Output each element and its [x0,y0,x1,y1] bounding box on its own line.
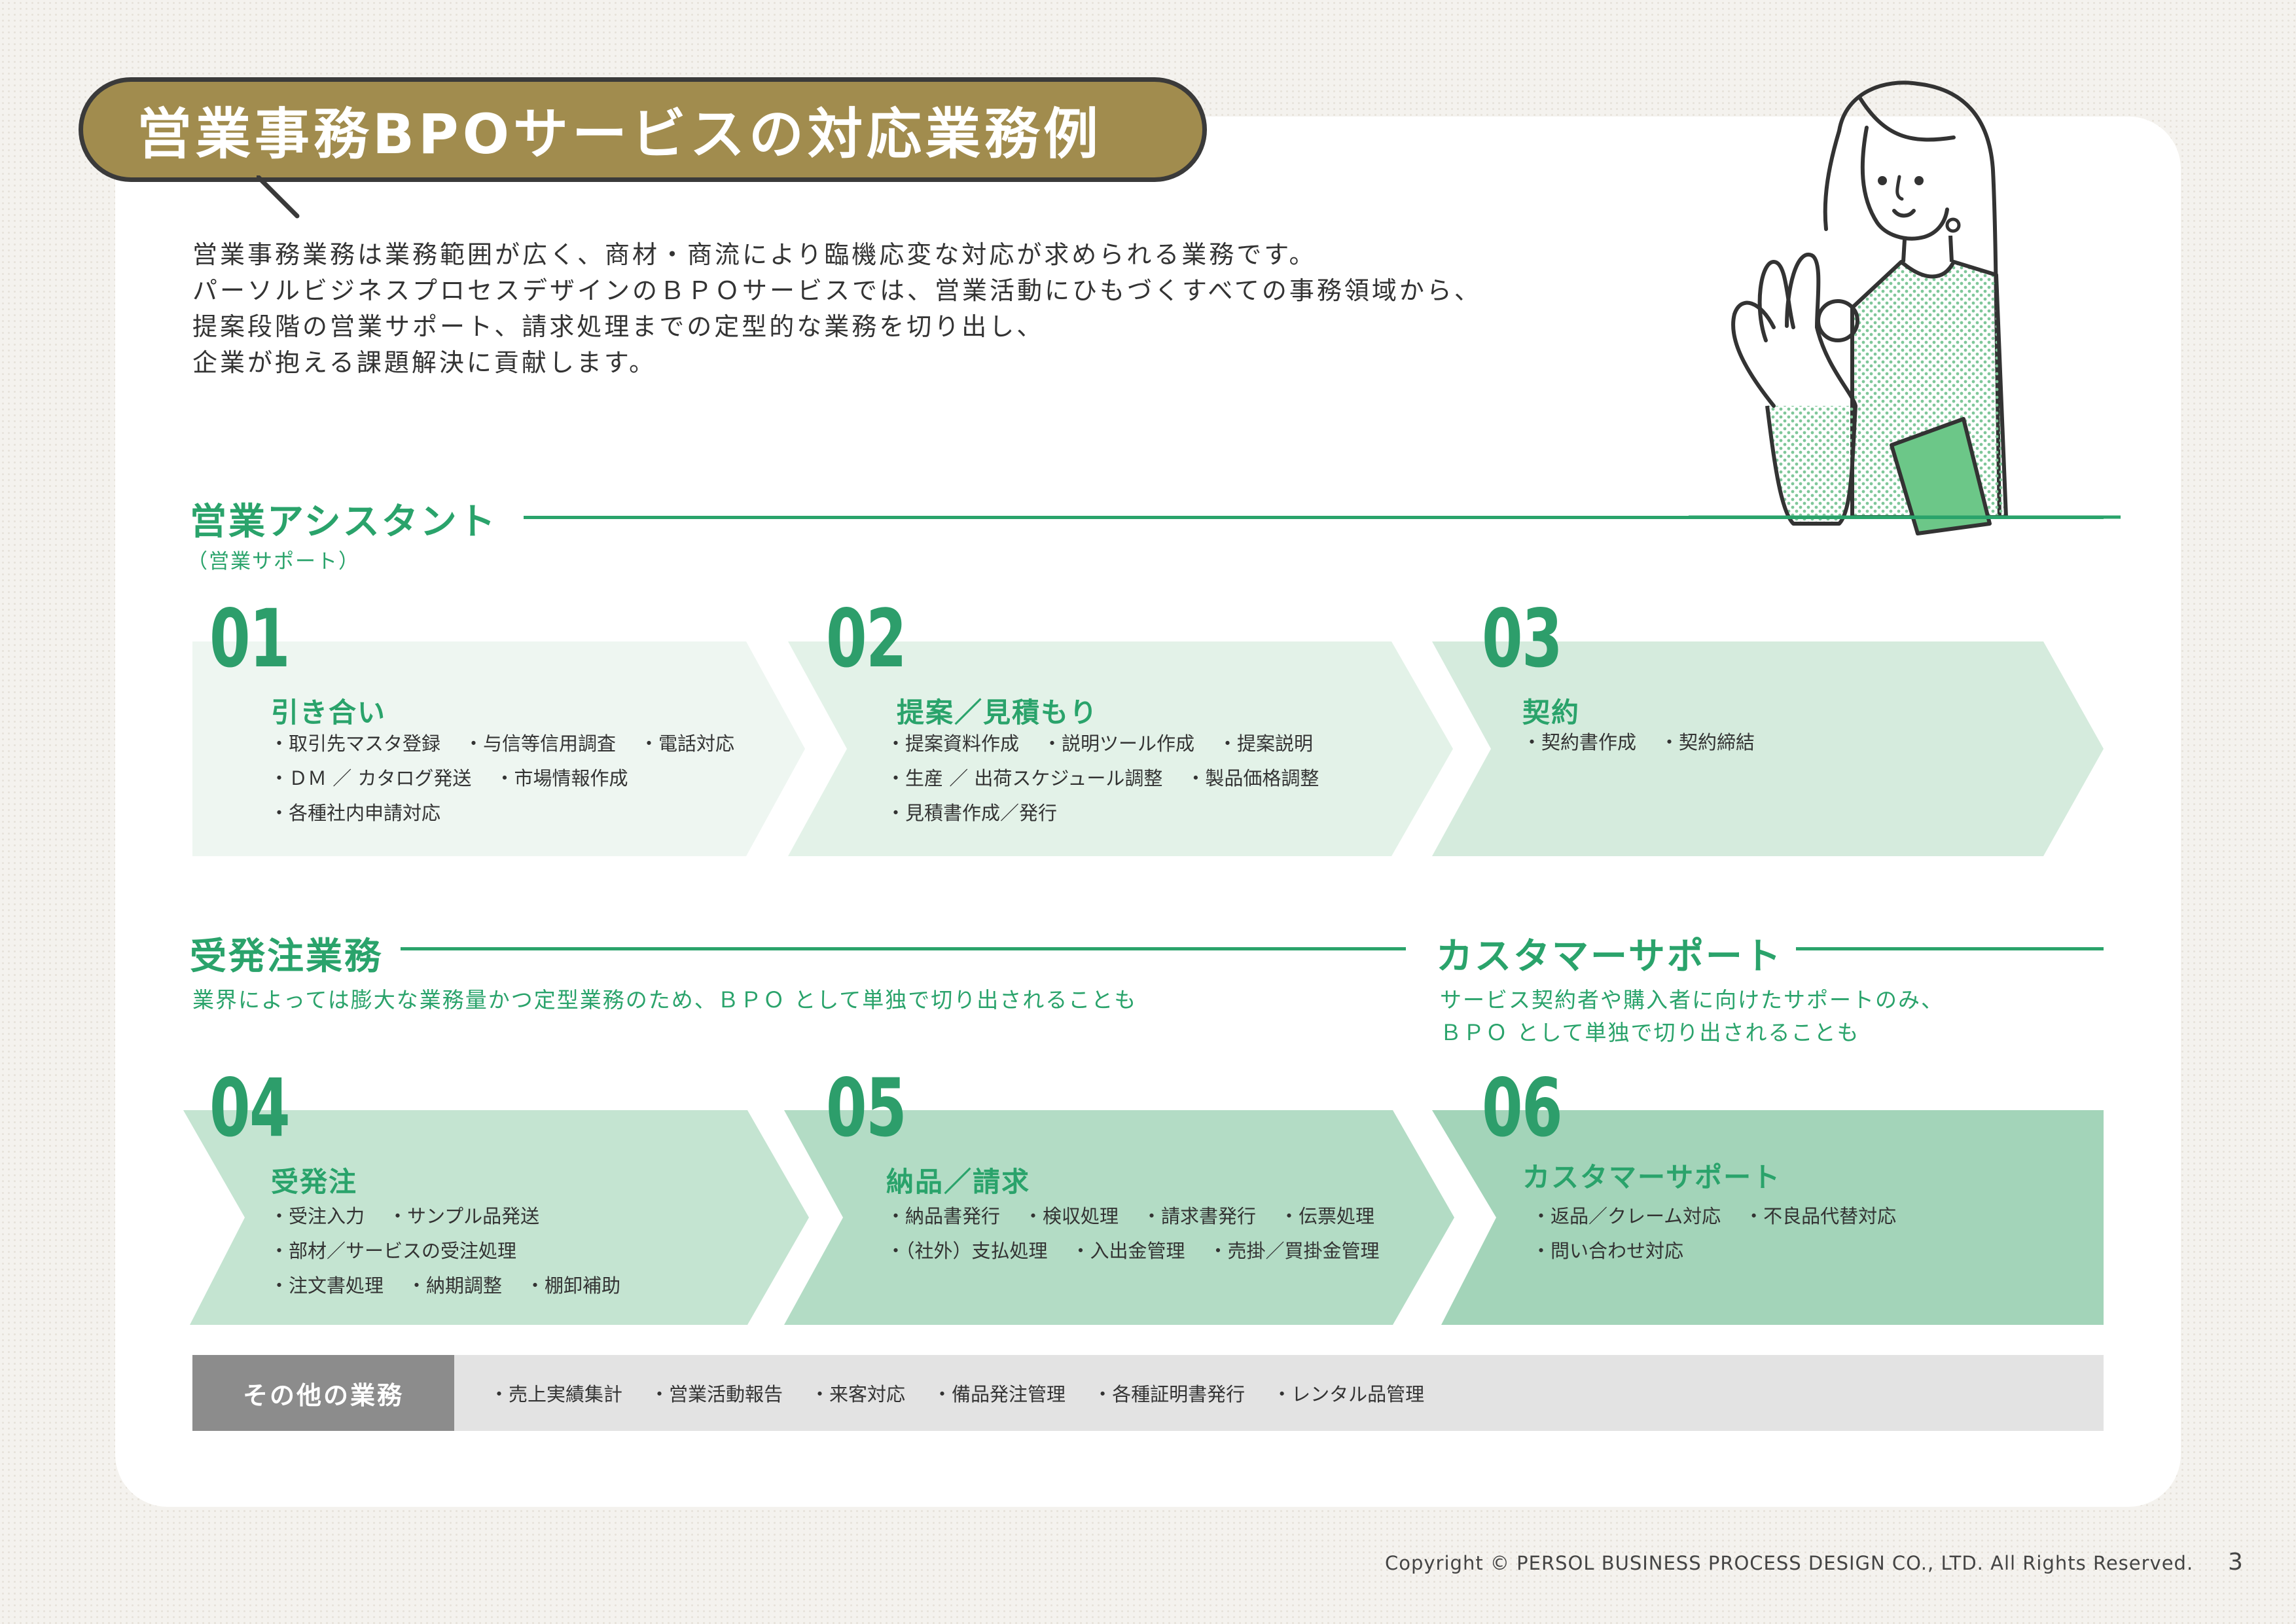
step-title: カスタマーサポート [1522,1155,1781,1195]
list-item: ・入出金管理 [1071,1240,1185,1262]
list-item: ・各種社内申請対応 [270,802,440,824]
step-items: ・契約書作成 ・契約締結 [1522,725,1778,760]
step-title: 提案／見積もり [897,691,1098,731]
intro-line: 企業が抱える課題解決に貢献します。 [192,345,1482,381]
list-item: ・説明ツール作成 [1043,732,1194,755]
list-row: ・受注入力 ・サンプル品発送 [270,1199,644,1234]
copyright: Copyright © PERSOL BUSINESS PROCESS DESI… [1385,1552,2193,1574]
list-item: ・（社外）支払処理 [886,1240,1048,1262]
step-items: ・返品／クレーム対応 ・不良品代替対応 ・問い合わせ対応 [1532,1199,1920,1269]
list-item: ・不良品代替対応 [1744,1205,1896,1227]
intro-line: パーソルビジネスプロセスデザインのＢＰＯサービスでは、営業活動にひもづくすべての… [192,273,1482,309]
list-item: ・営業活動報告 [650,1379,783,1407]
list-item: ・レンタル品管理 [1272,1379,1424,1407]
list-item: ・契約書作成 [1522,731,1636,753]
list-item: ・サンプル品発送 [388,1205,539,1227]
list-item: ・棚卸補助 [526,1274,620,1297]
list-row: ・各種社内申請対応 [270,796,758,831]
list-item: ・提案資料作成 [886,732,1019,755]
other-tasks-list: ・売上実績集計 ・営業活動報告 ・来客対応 ・備品発注管理 ・各種証明書発行 ・… [490,1355,1452,1431]
step-items: ・受注入力・サンプル品発送 ・部材／サービスの受注処理 ・注文書処理・納期調整・… [270,1199,644,1303]
list-row: ・（社外）支払処理 ・入出金管理 ・売掛／買掛金管理 [886,1234,1403,1269]
list-item: ・伝票処理 [1280,1205,1374,1227]
list-row: ・問い合わせ対応 [1532,1234,1920,1269]
section-title-customer-support: カスタマーサポート [1436,927,1783,980]
step-number: 01 [209,599,289,679]
list-item: ・返品／クレーム対応 [1532,1205,1721,1227]
intro-line: 提案段階の営業サポート、請求処理までの定型的な業務を切り出し、 [192,309,1482,345]
list-item: ・契約締結 [1660,731,1755,753]
other-tasks-bar: その他の業務 ・売上実績集計 ・営業活動報告 ・来客対応 ・備品発注管理 ・各種… [192,1355,2104,1431]
list-item: ・売掛／買掛金管理 [1209,1240,1380,1262]
list-row: ・部材／サービスの受注処理 [270,1234,644,1269]
list-row: ・返品／クレーム対応 ・不良品代替対応 [1532,1199,1920,1234]
list-item: ・備品発注管理 [933,1379,1066,1407]
step-items: ・取引先マスタ登録 ・与信等信用調査・電話対応 ・ＤＭ ／ カタログ発送 ・市場情報… [270,727,758,831]
step-number: 02 [826,599,906,679]
list-item: ・受注入力 [270,1205,365,1227]
page-title: 営業事務BPOサービスの対応業務例 [137,90,1102,170]
step-number: 04 [209,1068,289,1148]
list-row: ・ＤＭ ／ カタログ発送 ・市場情報作成 [270,761,758,796]
list-item: ・ＤＭ ／ カタログ発送 [270,767,471,789]
list-item: ・請求書発行 [1142,1205,1256,1227]
list-item: ・電話対応 [639,732,734,755]
list-item: ・注文書処理 [270,1274,384,1297]
section-divider [1796,947,2104,950]
other-tasks-label: その他の業務 [192,1355,454,1431]
list-item: ・売上実績集計 [490,1379,622,1407]
list-item: ・納品書発行 [886,1205,1000,1227]
step-items: ・提案資料作成 ・説明ツール作成 ・提案説明 ・生産 ／ 出荷スケジュール調整 ・製品… [886,727,1342,831]
list-item: ・納期調整 [407,1274,502,1297]
section-subtitle-order: 業界によっては膨大な業務量かつ定型業務のため、ＢＰＯ として単独で切り出されるこ… [192,983,1137,1017]
list-row: ・契約書作成 ・契約締結 [1522,725,1778,760]
section-title-sales-assistant: 営業アシスタント [190,492,497,545]
section-title-order: 受発注業務 [190,927,383,980]
list-item: ・提案説明 [1218,732,1313,755]
list-item: ・製品価格調整 [1186,767,1319,789]
step-number: 06 [1482,1068,1562,1148]
list-item: ・問い合わせ対応 [1532,1240,1683,1262]
step-title: 引き合い [271,691,386,731]
list-item: ・生産 ／ 出荷スケジュール調整 [886,767,1162,789]
intro-text: 営業事務業務は業務範囲が広く、商材・商流により臨機応変な対応が求められる業務です… [192,237,1482,381]
list-row: ・生産 ／ 出荷スケジュール調整 ・製品価格調整 [886,761,1342,796]
woman-illustration [1689,65,2121,537]
intro-line: 営業事務業務は業務範囲が広く、商材・商流により臨機応変な対応が求められる業務です… [192,237,1482,273]
page-number: 3 [2228,1549,2243,1576]
list-item: ・与信等信用調査 [464,732,616,755]
step-number: 05 [826,1068,906,1148]
speech-tail-icon [257,175,302,221]
step-title: 受発注 [271,1160,357,1200]
section-subtitle-customer-support-2: ＢＰＯ として単独で切り出されることも [1440,1016,1860,1050]
step-title: 納品／請求 [886,1160,1030,1200]
step-items: ・納品書発行 ・検収処理 ・請求書発行 ・伝票処理 ・（社外）支払処理 ・入出金管理 ・売… [886,1199,1403,1269]
step-title: 契約 [1522,691,1580,731]
section-subtitle-sales-assistant: （営業サポート） [187,545,360,579]
list-row: ・納品書発行 ・検収処理 ・請求書発行 ・伝票処理 [886,1199,1403,1234]
section-divider [401,947,1406,950]
list-item: ・来客対応 [810,1379,905,1407]
section-divider [524,516,2104,519]
section-subtitle-customer-support-1: サービス契約者や購入者に向けたサポートのみ、 [1440,983,1944,1017]
list-item: ・取引先マスタ登録 [270,732,440,755]
list-item: ・検収処理 [1024,1205,1119,1227]
list-item: ・部材／サービスの受注処理 [270,1240,516,1262]
list-row: ・見積書作成／発行 [886,796,1342,831]
list-row: ・提案資料作成 ・説明ツール作成 ・提案説明 [886,727,1342,761]
list-item: ・市場情報作成 [495,767,628,789]
list-row: ・注文書処理・納期調整 ・棚卸補助 [270,1269,644,1303]
title-bubble: 営業事務BPOサービスの対応業務例 [79,77,1207,182]
list-item: ・見積書作成／発行 [886,802,1057,824]
list-item: ・各種証明書発行 [1093,1379,1245,1407]
step-number: 03 [1482,599,1562,679]
list-row: ・取引先マスタ登録 ・与信等信用調査・電話対応 [270,727,758,761]
